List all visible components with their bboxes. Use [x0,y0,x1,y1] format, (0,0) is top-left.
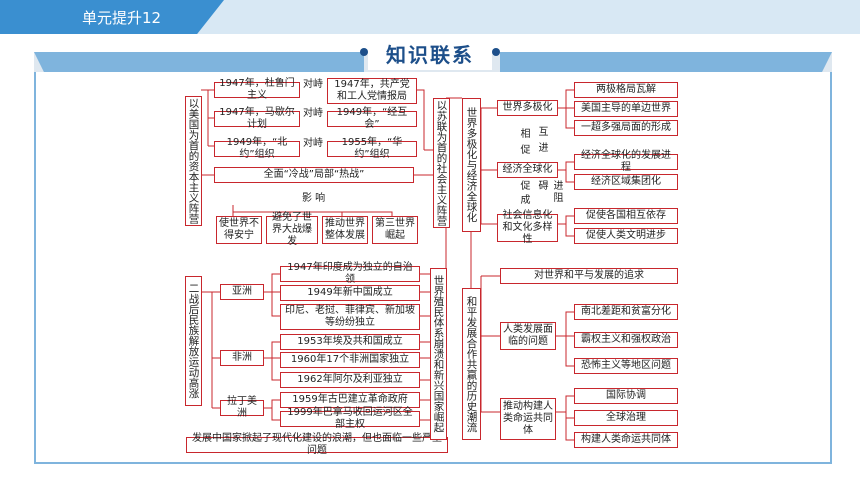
mutual-label: 相促 [518,128,529,160]
region-latin-america: 拉丁美洲 [220,396,264,419]
content-frame [34,52,832,464]
confront-label-3: 对峙 [303,138,323,149]
page-title: 单元提升12 [82,9,162,27]
problem-item-1: 南北差距和贫富分化 [574,304,678,320]
developing-countries-box: 发展中国家掀起了现代化建设的浪潮，但也面临一些严重问题 [186,433,448,456]
problem-item-3: 恐怖主义等地区问题 [574,358,678,374]
nato-box: 1949年，“北约”组织 [214,137,300,160]
community-box: 推动构建人类命运共同体 [500,398,556,440]
heading-dot-right [492,48,500,56]
latin-event-2: 1999年巴拿马收回运河区全部主权 [280,407,420,430]
multi-item-1: 两极格局瓦解 [574,82,678,98]
community-item-1: 国际协调 [574,388,678,404]
impact-box-2: 避免了世界大战爆发 [266,212,318,247]
marshall-plan-box: 1947年，马歇尔计划 [214,107,300,130]
frame-bar-right [500,52,832,72]
colonial-collapse-box: 世界殖民体系崩溃和新兴国家崛起 [430,268,447,440]
section-heading: 知识联系 [368,40,492,70]
peace-development-box: 和平发展合作共赢的历史潮流 [462,288,481,440]
info-item-2: 促使人类文明进步 [574,228,678,244]
impact-box-1: 使世界不得安宁 [216,216,262,244]
heading-dot-left [360,48,368,56]
impact-box-3: 推动世界整体发展 [322,216,368,244]
multipolarity-box: 世界多极化 [497,100,558,116]
latin-event-1: 1959年古巴建立革命政府 [280,392,420,408]
globe-item-2: 经济区域集团化 [574,174,678,190]
multi-item-2: 美国主导的单边世界 [574,101,678,117]
community-item-2: 全球治理 [574,410,678,426]
multipolar-globalization-box: 世界多极化与经济全球化 [462,98,481,232]
region-asia: 亚洲 [220,284,264,300]
cold-war-box: 全面“冷战”局部“热战” [214,167,414,183]
mutual-label-2: 互进 [536,126,547,158]
capitalist-camp-box: 以美国为首的资本主义阵营 [185,96,202,226]
problem-item-2: 霸权主义和强权政治 [574,332,678,348]
asia-event-1: 1947年印度成为独立的自治领 [280,262,420,285]
info-item-1: 促使各国相互依存 [574,208,678,224]
confront-label-1: 对峙 [303,79,323,90]
pursuit-box: 对世界和平与发展的追求 [500,268,678,284]
confront-label-2: 对峙 [303,108,323,119]
comecon-box: 1949年，“经互会” [327,107,417,130]
impact-label: 影 响 [302,193,326,204]
asia-event-2: 1949年新中国成立 [280,285,420,301]
socialist-camp-box: 以苏联为首的社会主义阵营 [433,98,450,228]
multi-item-3: 一超多强局面的形成 [574,120,678,136]
problems-box: 人类发展面临的问题 [500,322,556,350]
africa-event-1: 1953年埃及共和国成立 [280,334,420,350]
title-tab [0,0,224,34]
liberation-movement-box: 二战后民族解放运动高涨 [185,276,202,406]
frame-bar-left [34,52,364,72]
cominform-box: 1947年，共产党和工人党情报局 [327,78,417,104]
information-box: 社会信息化和文化多样性 [497,210,558,245]
community-item-3: 构建人类命运共同体 [574,432,678,448]
promote-label: 促成 [518,180,529,208]
promote-label-2: 进阻碍 [536,180,562,204]
region-africa: 非洲 [220,350,264,366]
globalization-box: 经济全球化 [497,162,558,178]
warsaw-pact-box: 1955年，“华约”组织 [327,137,417,160]
truman-doctrine-box: 1947年，杜鲁门主义 [214,78,300,101]
asia-event-3: 印尼、老挝、菲律宾、新加坡等纷纷独立 [280,304,420,330]
impact-box-4: 第三世界崛起 [372,216,418,244]
globe-item-1: 经济全球化的发展进程 [574,150,678,173]
africa-event-2: 1960年17个非洲国家独立 [280,352,420,368]
africa-event-3: 1962年阿尔及利亚独立 [280,372,420,388]
